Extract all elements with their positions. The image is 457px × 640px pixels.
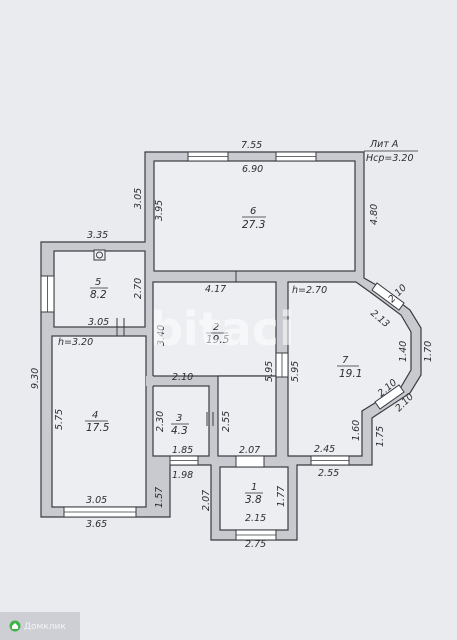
window-room6-left bbox=[187, 151, 229, 162]
room-1 bbox=[219, 466, 289, 531]
room-1-area: 3.8 bbox=[245, 494, 262, 506]
dim-left-top-outer: 3.05 bbox=[133, 188, 144, 209]
dim-room4-right: 1.57 bbox=[154, 487, 165, 508]
dim-top-outer: 7.55 bbox=[241, 140, 262, 151]
window-room4 bbox=[63, 506, 137, 518]
room-3 bbox=[152, 385, 210, 457]
dim-room3-right: 2.55 bbox=[221, 411, 232, 432]
dim-room1-right: 1.77 bbox=[276, 486, 287, 507]
dim-room2-side: 3.40 bbox=[156, 325, 167, 346]
window-room6-right bbox=[275, 151, 317, 162]
dim-left-top-inner: 3.95 bbox=[154, 200, 165, 221]
dim-top-inner: 6.90 bbox=[242, 164, 263, 175]
dim-room1-bottom-b: 2.75 bbox=[245, 539, 266, 550]
rooms bbox=[51, 160, 412, 531]
dim-room1-bottom-a: 2.15 bbox=[245, 513, 266, 524]
dim-right-top-outer: 4.80 bbox=[369, 204, 380, 225]
dim-bay-c: 1.40 bbox=[398, 341, 409, 362]
lit-label: Лит А bbox=[369, 139, 398, 150]
dim-left-outer: 9.30 bbox=[30, 368, 41, 389]
dim-room7-left: 5.95 bbox=[290, 361, 301, 382]
dim-room1-left: 2.07 bbox=[201, 490, 212, 511]
room-6 bbox=[153, 160, 356, 272]
dim-room5-bottom: 3.05 bbox=[88, 317, 109, 328]
room-4 bbox=[51, 335, 147, 508]
room-2-lower bbox=[217, 375, 277, 457]
room-4-area: 17.5 bbox=[86, 422, 110, 434]
dim-mid-wall: 4.17 bbox=[205, 284, 226, 295]
dim-room3-bottom-a: 1.85 bbox=[172, 445, 193, 456]
header: Лит А Нср=3.20 h=3.20 h=2.70 bbox=[58, 139, 418, 348]
window-room3-bottom bbox=[169, 455, 199, 466]
dim-room3-side: 2.30 bbox=[155, 411, 166, 432]
window-bay-top bbox=[371, 282, 405, 311]
dim-room4-bottom-a: 3.05 bbox=[86, 495, 107, 506]
room-6-number: 6 bbox=[250, 206, 256, 217]
domclick-logo: Домклик bbox=[0, 612, 80, 640]
windows bbox=[40, 151, 405, 541]
dim-bay-right: 1.70 bbox=[423, 341, 434, 362]
height-label: Нср=3.20 bbox=[366, 153, 414, 164]
dim-room2-bottom: 2.10 bbox=[172, 372, 193, 383]
dim-room7-bottom-a: 2.45 bbox=[314, 444, 335, 455]
watermark: bitaci bbox=[150, 302, 295, 356]
room-2-area: 19.5 bbox=[206, 334, 230, 346]
logo-text: Домклик bbox=[24, 622, 66, 632]
window-room2-bottom bbox=[235, 455, 265, 468]
dim-room4-bottom-b: 3.65 bbox=[86, 519, 107, 530]
dim-room7-bottom-b: 2.55 bbox=[318, 468, 339, 479]
dim-room7-lower: 1.60 bbox=[351, 420, 362, 441]
room-1-number: 1 bbox=[251, 482, 257, 493]
window-room2-right bbox=[275, 352, 289, 378]
dim-room1-top: 2.07 bbox=[239, 445, 260, 456]
window-room1-bottom bbox=[235, 529, 277, 541]
room-6-area: 27.3 bbox=[242, 219, 265, 231]
dim-room3-bottom-b: 1.98 bbox=[172, 470, 193, 481]
dim-room2-right: 5.95 bbox=[264, 361, 275, 382]
fixtures bbox=[93, 249, 237, 426]
dim-room5-side: 2.70 bbox=[133, 278, 144, 299]
room-3-number: 3 bbox=[176, 413, 182, 424]
room-4-number: 4 bbox=[92, 410, 98, 421]
room-labels: 6 27.3 5 8.2 2 19.5 7 19.1 4 17.5 3 4.3 … bbox=[85, 206, 362, 506]
room-2-number: 2 bbox=[213, 322, 219, 333]
boiler-icon bbox=[93, 249, 106, 261]
room-7-number: 7 bbox=[342, 355, 349, 366]
dim-room7-outer: 1.75 bbox=[375, 426, 386, 447]
height-right: h=2.70 bbox=[292, 285, 327, 296]
window-room5 bbox=[40, 275, 55, 313]
dim-wing-top: 3.35 bbox=[87, 230, 108, 241]
room-5-area: 8.2 bbox=[90, 289, 107, 301]
room-7-area: 19.1 bbox=[339, 368, 362, 380]
room-2 bbox=[152, 281, 277, 377]
room-7 bbox=[287, 281, 412, 457]
room-5-number: 5 bbox=[95, 277, 101, 288]
window-room7-bottom bbox=[310, 455, 350, 466]
room-3-area: 4.3 bbox=[171, 425, 188, 437]
window-bay-bottom bbox=[374, 384, 405, 410]
height-left: h=3.20 bbox=[58, 337, 93, 348]
dim-room4-side: 5.75 bbox=[54, 409, 65, 430]
